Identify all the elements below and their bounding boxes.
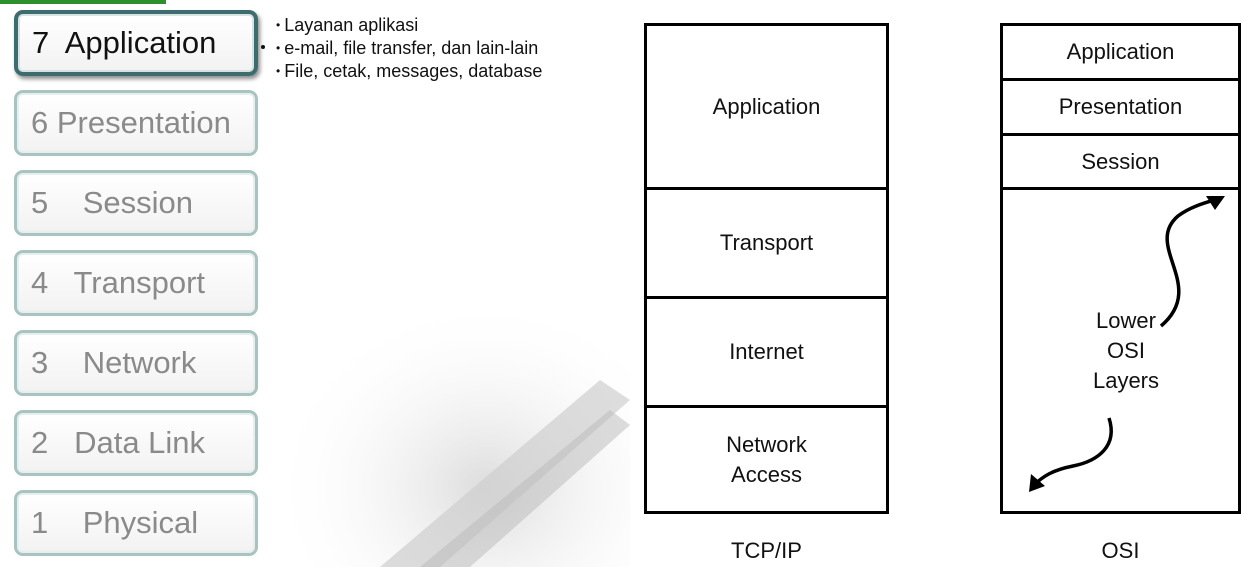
layer-label: 6 Presentation [31,105,231,140]
tcpip-application-cell: Application [712,94,821,119]
lower-label-line: Layers [1092,368,1160,393]
layer-label: 3 Network [31,345,197,380]
tcpip-caption: TCP/IP [731,538,802,563]
curved-up-arrow-icon [1159,196,1222,328]
divider [1003,133,1238,136]
tcpip-model-column: Application Transport Internet Network A… [644,23,889,514]
layer-label: 1 Physical [31,505,199,540]
osi-layer-3-button[interactable]: 3 Network [14,330,258,396]
lower-osi-layers-label: Lower OSI Layers [1061,306,1191,396]
osi-layer-6-button[interactable]: 6 Presentation [14,90,258,156]
arrow-head-icon [1029,474,1045,492]
layer-label: 5 Session [31,185,193,220]
bullet-item: e-mail, file transfer, dan lain-lain [276,37,542,60]
tcpip-network-access-cell: Network Access [726,431,807,487]
tcpip-transport-cell: Transport [719,230,814,255]
divider [1003,78,1238,81]
lower-label-line: OSI [1107,338,1145,363]
osi-caption: OSI [1101,538,1140,563]
lower-layers-arrows [1029,196,1225,492]
osi-presentation-cell: Presentation [1058,94,1183,119]
bullet-item: Layanan aplikasi [276,14,542,37]
layer-label: 2 Data Link [31,425,206,460]
osi-model-column: Application Presentation Session Lower O… [1000,23,1241,514]
layer-label: 4 Transport [31,265,206,300]
application-layer-bullets: Layanan aplikasi e-mail, file transfer, … [276,14,542,83]
lower-label-line: Lower [1096,308,1156,333]
divider [647,296,886,299]
layer-label: 7 Application [32,25,217,60]
curved-down-arrow-icon [1031,417,1113,488]
osi-layer-5-button[interactable]: 5 Session [14,170,258,236]
osi-layer-2-button[interactable]: 2 Data Link [14,410,258,476]
osi-layer-4-button[interactable]: 4 Transport [14,250,258,316]
osi-layer-1-button[interactable]: 1 Physical [14,490,258,556]
bullet-item: File, cetak, messages, database [276,60,542,83]
divider [647,187,886,190]
pen-background-image [270,250,630,567]
tcpip-internet-cell: Internet [729,339,804,364]
divider [647,405,886,408]
osi-layer-7-button[interactable]: 7 Application [14,10,258,76]
top-accent-rule [0,0,166,4]
osi-session-cell: Session [1081,149,1160,174]
arrow-head-icon [1206,196,1225,210]
osi-application-cell: Application [1066,39,1175,64]
divider [1003,187,1238,190]
bullet-connector-dot [261,45,265,49]
